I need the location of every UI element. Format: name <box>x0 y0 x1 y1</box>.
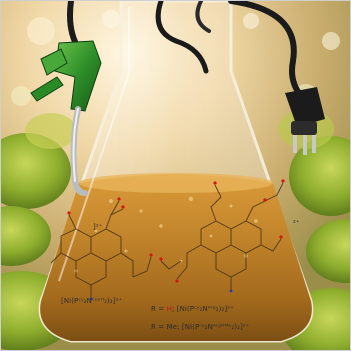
electric-plug-icon <box>155 1 325 155</box>
amber-liquid <box>40 174 312 341</box>
complex-label-rme: R = Me; [Ni(Pᶜʸ₂Nᴬʳᵍᴼᴹᵉ₂)₂]²⁺ <box>151 323 250 331</box>
complex-formula: [Ni(Pᶜʸ₂Nᴬʳᵍᴼᴹᵉ₂)₂]²⁺ <box>181 323 250 331</box>
r-prefix: R = <box>151 305 167 313</box>
complex-formula: [Ni(Pᶜʸ₂Nᶜᵒᵒᴴ₂)₂]²⁺ <box>61 297 123 305</box>
nitrogen-atoms <box>89 289 233 301</box>
erlenmeyer-flask-icon <box>38 1 314 343</box>
bokeh-lights <box>11 10 340 108</box>
charge-text: ]²⁺ <box>93 223 103 231</box>
charge-label-right: ²⁺ <box>293 219 300 227</box>
r-value: H <box>166 305 172 313</box>
oxygen-atoms <box>67 179 285 283</box>
r-prefix: R = Me; <box>151 323 182 331</box>
complex-formula: ; [Ni(Pᶜʸ₂Nᴬʳᵍ₂)₂]²⁺ <box>171 305 234 313</box>
complex-label-rh: R = H; [Ni(Pᶜʸ₂Nᴬʳᵍ₂)₂]²⁺ <box>151 305 234 313</box>
molecule-left <box>50 200 152 299</box>
charge-label-top: ]²⁺ <box>93 223 103 231</box>
molecule-right <box>160 182 284 291</box>
charge-text: ²⁺ <box>293 219 300 227</box>
complex-label-a: [Ni(Pᶜʸ₂Nᶜᵒᵒᴴ₂)₂]²⁺ <box>61 297 122 305</box>
fuel-nozzle-icon <box>30 1 102 196</box>
